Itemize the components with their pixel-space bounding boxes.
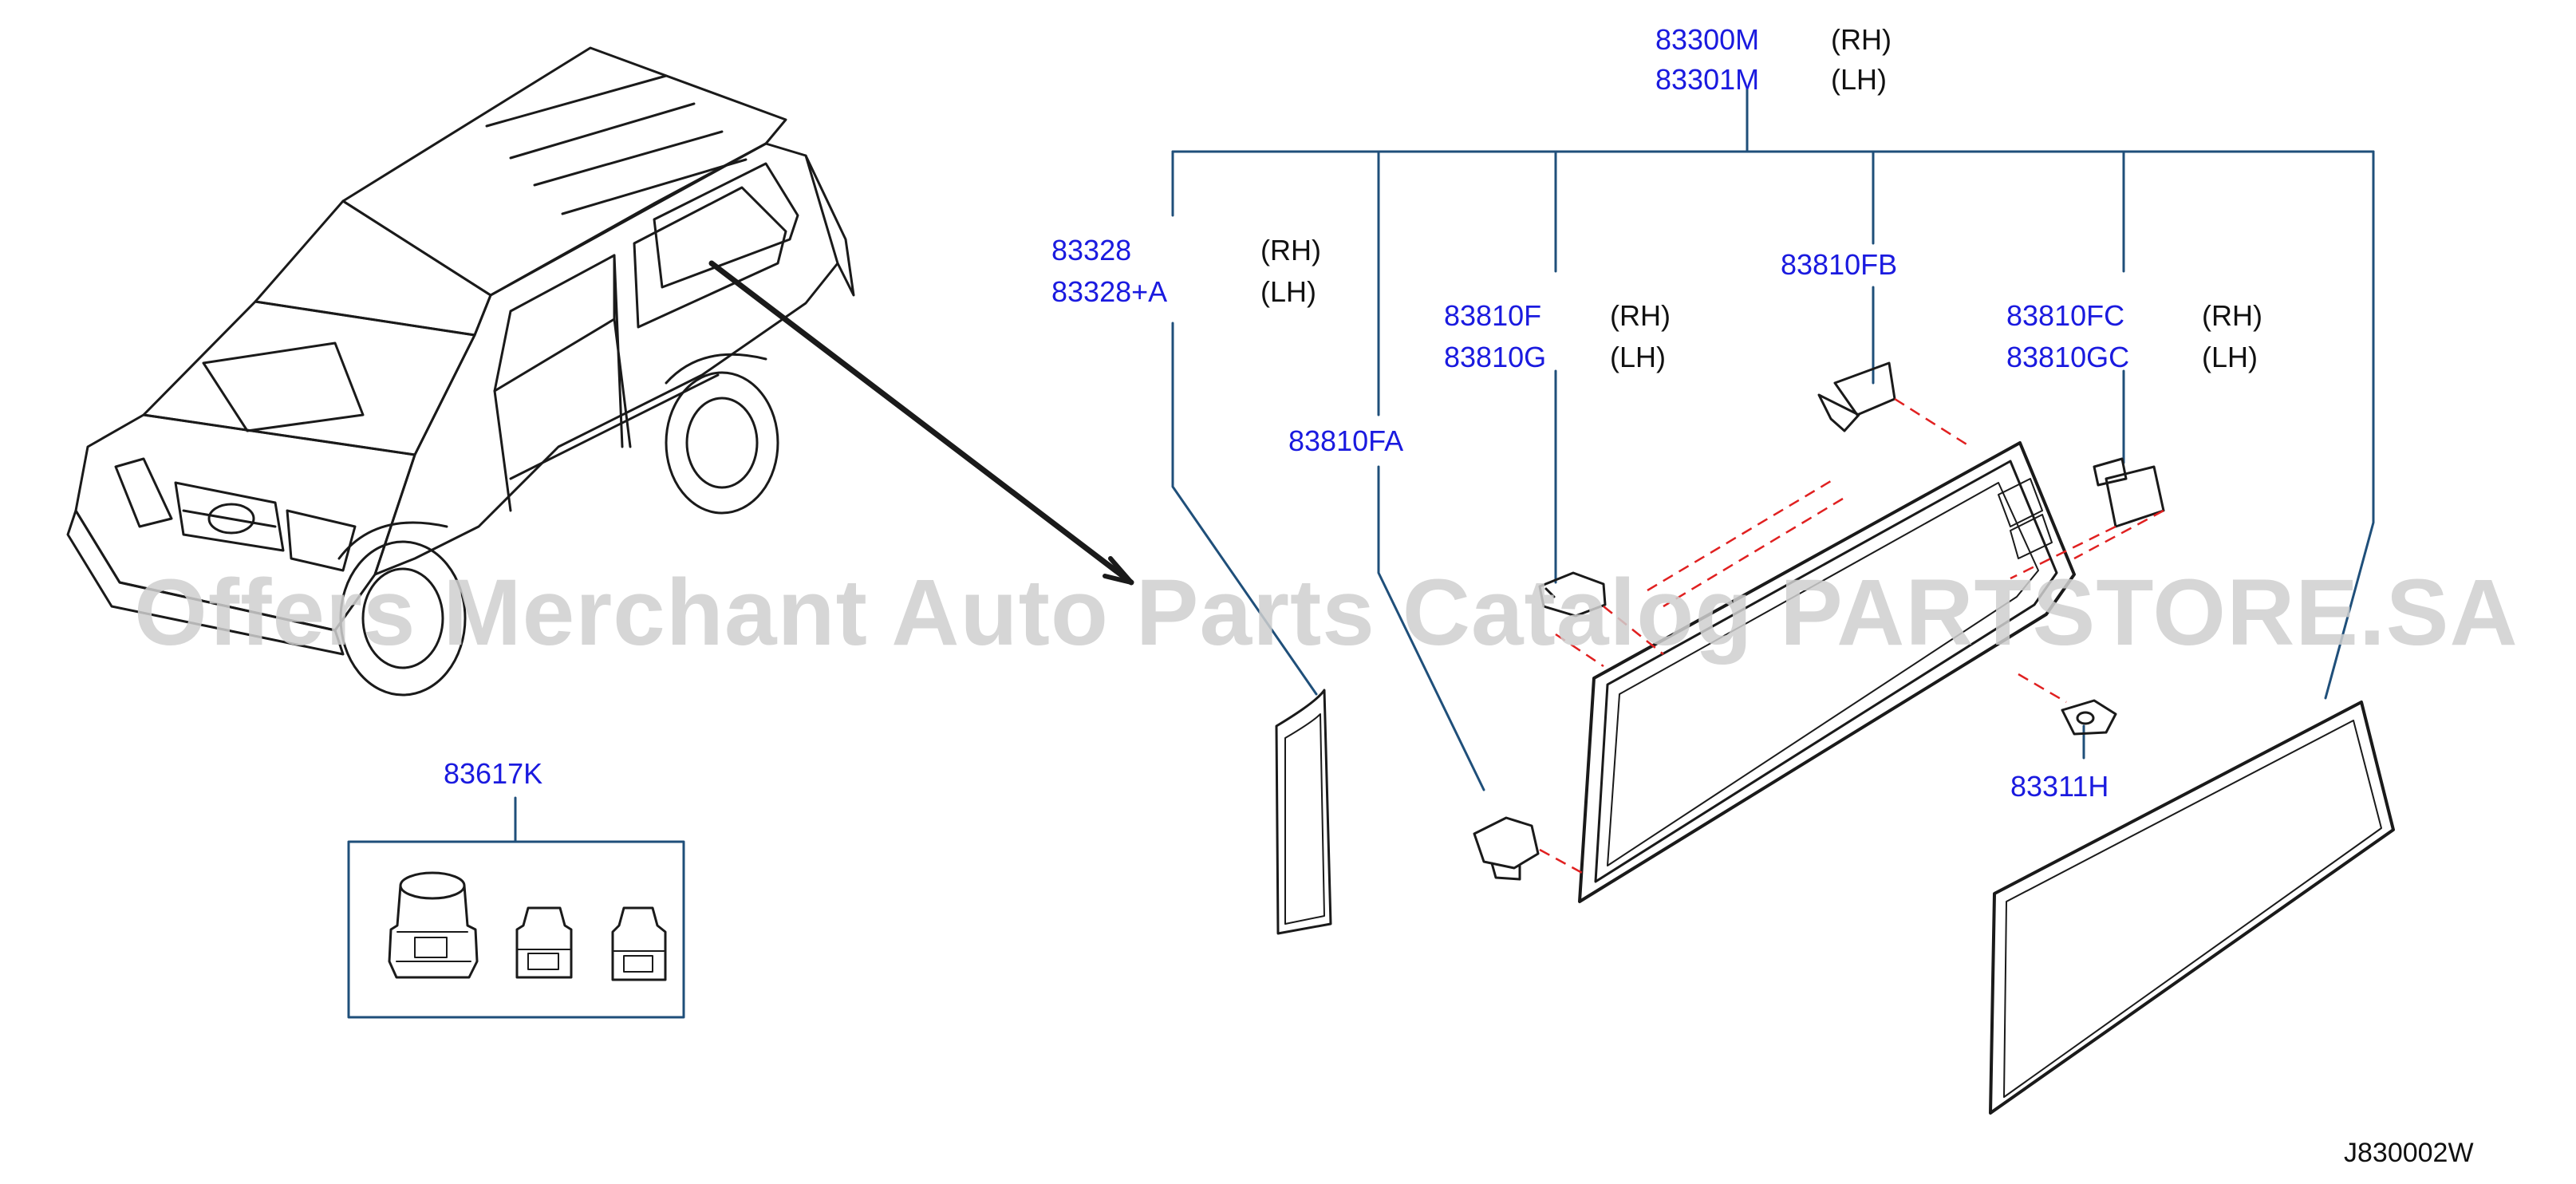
part-83810FC-tab <box>2093 457 2128 487</box>
leader-83810FA <box>1377 465 1485 791</box>
kit-medium-grommet <box>515 906 573 979</box>
alignment-dashes <box>1539 397 2164 875</box>
part-83810F-tip <box>1544 587 1556 598</box>
dash-frame-a <box>1647 477 1844 608</box>
leader-glass <box>2324 150 2375 700</box>
part-number-83810F[interactable]: 83810F <box>1444 299 1542 332</box>
diagram-code: J830002W <box>2344 1138 2474 1168</box>
kit-83617K-box <box>347 840 685 1019</box>
dash-83311H <box>2018 673 2067 704</box>
kit-83617K-parts <box>388 871 667 981</box>
headlight-left <box>114 457 173 528</box>
vehicle-windshield <box>254 199 492 337</box>
part-number-83810FB[interactable]: 83810FB <box>1781 248 1898 281</box>
part-number-83810FA[interactable]: 83810FA <box>1288 424 1404 457</box>
kit-large-grommet-body <box>388 884 479 979</box>
location-pointer-head <box>1103 556 1134 585</box>
part-83300M-frame-outer <box>1578 441 2076 903</box>
part-number-83301M[interactable]: 83301M <box>1655 63 1760 96</box>
location-pointer-line <box>708 260 1134 586</box>
part-83328-finisher <box>1275 689 1332 935</box>
part-83810FA-stem <box>1490 862 1521 881</box>
part-83810F-clip <box>1538 571 1607 618</box>
hood-scoop <box>202 341 365 432</box>
front-emblem <box>207 503 255 535</box>
part-glass-panel-edge <box>2003 720 2382 1098</box>
front-wheel <box>339 540 467 697</box>
part-glass-panel <box>1989 701 2395 1115</box>
part-number-83810GC[interactable]: 83810GC <box>2006 341 2130 373</box>
part-number-83328[interactable]: 83328 <box>1051 234 1132 266</box>
watermark-text: Offers Merchant Auto Parts Catalog PARTS… <box>134 560 2519 665</box>
side-83810F: (RH) <box>1610 299 1671 332</box>
wheel-arches <box>337 353 767 560</box>
side-83301M: (LH) <box>1831 63 1887 96</box>
rear-quarter-glass <box>653 162 799 289</box>
dash-83810F-b <box>1555 633 1604 668</box>
headlight-right <box>286 509 357 572</box>
side-83328-A: (LH) <box>1260 275 1316 308</box>
part-83328-inner <box>1284 713 1325 925</box>
rear-wheel <box>665 371 779 515</box>
vehicle-side <box>373 142 839 576</box>
side-83300M: (RH) <box>1831 23 1892 56</box>
front-door-window <box>493 254 616 393</box>
side-83328: (RH) <box>1260 234 1321 266</box>
part-number-83311H[interactable]: 83311H <box>2010 770 2109 803</box>
part-83810FC-bracket <box>2105 465 2165 528</box>
side-83810G: (LH) <box>1610 341 1666 373</box>
front-grille <box>174 481 285 552</box>
front-bumper <box>66 509 345 656</box>
part-83311H-clip <box>2061 699 2117 736</box>
front-wheel-rim <box>361 567 444 669</box>
part-83300M-seal <box>1607 482 2039 866</box>
side-83810GC: (LH) <box>2202 341 2258 373</box>
grille-bar <box>182 509 277 528</box>
part-83300M-frame-inner <box>1594 460 2058 883</box>
kit-small-grommet <box>611 906 667 981</box>
side-83810FC: (RH) <box>2202 299 2262 332</box>
vehicle-illustration <box>66 46 855 697</box>
leader-83328 <box>1171 322 1318 696</box>
dash-83810FC-b <box>2010 525 2116 580</box>
part-number-83328-A[interactable]: 83328+A <box>1051 275 1168 308</box>
part-number-83300M[interactable]: 83300M <box>1655 23 1760 56</box>
leader-lines <box>347 86 2375 1019</box>
kit-medium-grommet-detail <box>516 949 572 970</box>
part-number-83810G[interactable]: 83810G <box>1444 341 1547 373</box>
part-83810FA-clip <box>1473 816 1540 870</box>
part-number-83810FC[interactable]: 83810FC <box>2006 299 2125 332</box>
dash-83810FB <box>1894 397 1971 448</box>
kit-large-grommet-top <box>399 871 466 900</box>
vehicle-rear <box>804 154 855 297</box>
rear-door-window <box>633 186 787 329</box>
frame-clip-slots <box>1998 478 2053 559</box>
door-seams <box>493 254 632 512</box>
dash-83810F <box>1603 606 1664 655</box>
body-side-moulding <box>509 373 720 480</box>
dash-83810FC-a <box>2073 509 2164 560</box>
kit-large-grommet-detail <box>396 931 471 962</box>
rear-wheel-rim <box>685 397 759 489</box>
part-83311H-hole <box>2076 711 2095 725</box>
dash-83810FA <box>1539 848 1584 875</box>
part-number-83617K[interactable]: 83617K <box>444 757 543 790</box>
kit-small-grommet-detail <box>612 950 666 973</box>
roof-rails <box>485 74 748 215</box>
vehicle-roof <box>341 46 787 297</box>
part-83810FB-tab <box>1817 393 1860 432</box>
